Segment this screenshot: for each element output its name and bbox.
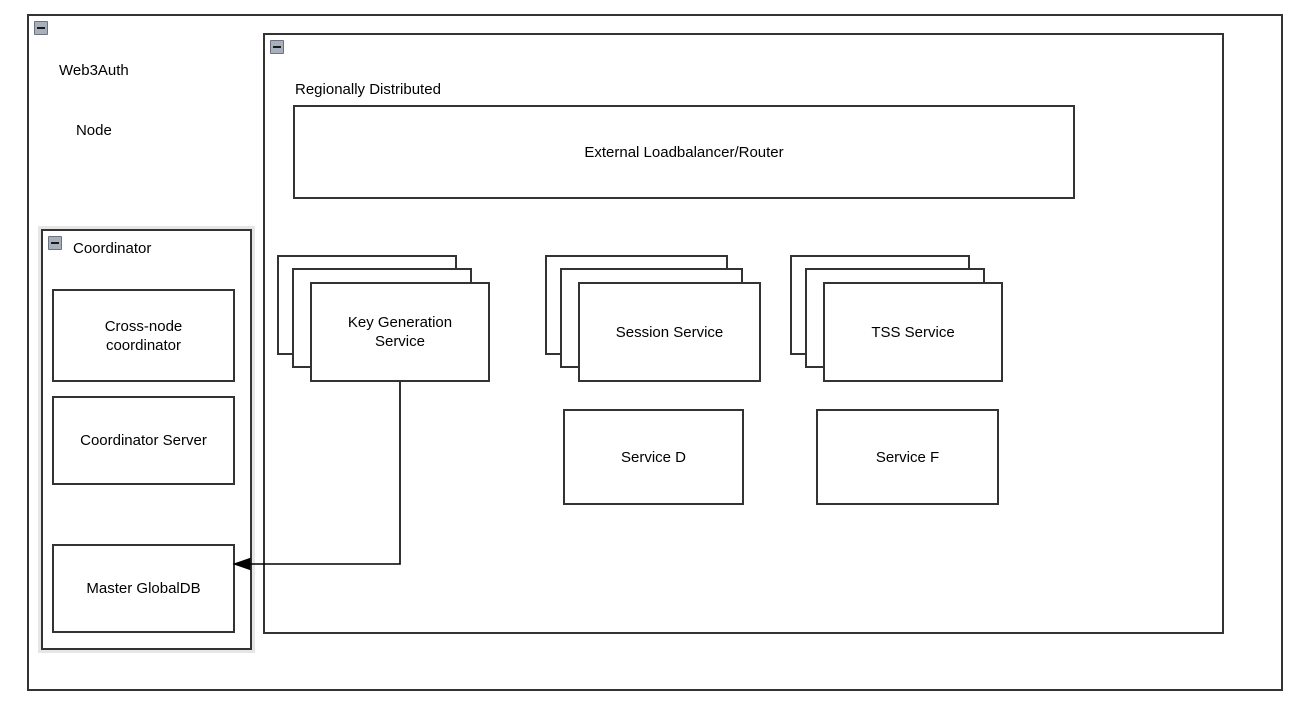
key-generation-service[interactable]: Key Generation Service [310,282,490,382]
master-globaldb[interactable]: Master GlobalDB [52,544,235,633]
container-web3auth-node-label-line1: Web3Auth [59,62,129,79]
key-generation-service-stack[interactable]: Key Generation Service [277,255,490,382]
external-loadbalancer-router[interactable]: External Loadbalancer/Router [293,105,1075,199]
minus-collapse-icon[interactable] [270,40,284,54]
session-service[interactable]: Session Service [578,282,761,382]
tss-service-stack[interactable]: TSS Service [790,255,1003,382]
container-coordinator-label: Coordinator [73,240,152,257]
minus-collapse-icon[interactable] [48,236,62,250]
minus-collapse-icon[interactable] [34,21,48,35]
tss-service[interactable]: TSS Service [823,282,1003,382]
container-web3auth-node-label: Web3Auth Node [59,21,129,181]
coordinator-server[interactable]: Coordinator Server [52,396,235,485]
session-service-stack[interactable]: Session Service [545,255,761,382]
container-regionally-distributed-label-line1: Regionally Distributed [295,81,441,98]
service-d[interactable]: Service D [563,409,744,505]
service-f[interactable]: Service F [816,409,999,505]
cross-node-coordinator[interactable]: Cross-node coordinator [52,289,235,382]
container-web3auth-node-label-line2: Node [75,122,112,139]
